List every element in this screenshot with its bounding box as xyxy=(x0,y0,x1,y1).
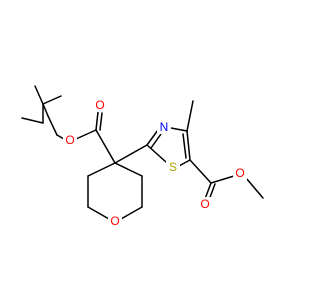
bond xyxy=(47,115,58,136)
bond xyxy=(87,162,116,177)
thiazole-ring xyxy=(146,127,191,167)
atom-labels: O O O N S O O xyxy=(63,98,247,228)
label-bg xyxy=(93,98,107,112)
bond xyxy=(189,159,212,184)
label-bg xyxy=(157,120,171,134)
bond xyxy=(204,182,212,200)
bond xyxy=(182,133,187,159)
bond xyxy=(56,134,65,140)
bond xyxy=(21,117,44,124)
bond xyxy=(245,177,264,199)
label-bg xyxy=(198,197,212,211)
bond xyxy=(146,144,167,163)
bond xyxy=(186,130,191,161)
bond xyxy=(42,103,49,117)
bond xyxy=(186,100,194,132)
carbonyl-oxygen-label: O xyxy=(95,98,104,112)
bond xyxy=(114,162,143,177)
thiazole-sulfur-label: S xyxy=(169,160,177,174)
methyl-ester-oxygen-label: O xyxy=(235,166,244,180)
bond xyxy=(95,111,99,131)
bond xyxy=(75,129,97,140)
pyran-oxygen-label: O xyxy=(110,214,119,228)
label-bg xyxy=(108,214,122,228)
molecule-canvas: O O O N S O O xyxy=(21,85,264,228)
bond xyxy=(170,127,188,132)
molecule-structure: O O O N S O O xyxy=(21,85,264,228)
label-bg xyxy=(63,133,77,147)
methyl-ester-group xyxy=(189,159,264,201)
bond xyxy=(210,175,235,184)
tert-butyl-group xyxy=(21,85,62,136)
bond xyxy=(99,112,103,131)
bond xyxy=(178,159,191,167)
bond xyxy=(120,206,143,220)
bond xyxy=(150,133,162,149)
bond xyxy=(42,95,62,105)
methyl-ester-carbonyl-oxygen-label: O xyxy=(200,197,209,211)
label-bg xyxy=(166,160,180,174)
thiazole-nitrogen-label: N xyxy=(160,120,169,134)
bond xyxy=(87,206,110,220)
ester-oxygen-label: O xyxy=(65,133,74,147)
bond xyxy=(34,85,44,105)
bond xyxy=(114,144,148,164)
label-bg xyxy=(233,166,247,180)
bond xyxy=(146,129,159,146)
bond xyxy=(95,129,116,164)
oxane-ring xyxy=(87,162,143,220)
tbu-ester-group xyxy=(56,111,116,164)
